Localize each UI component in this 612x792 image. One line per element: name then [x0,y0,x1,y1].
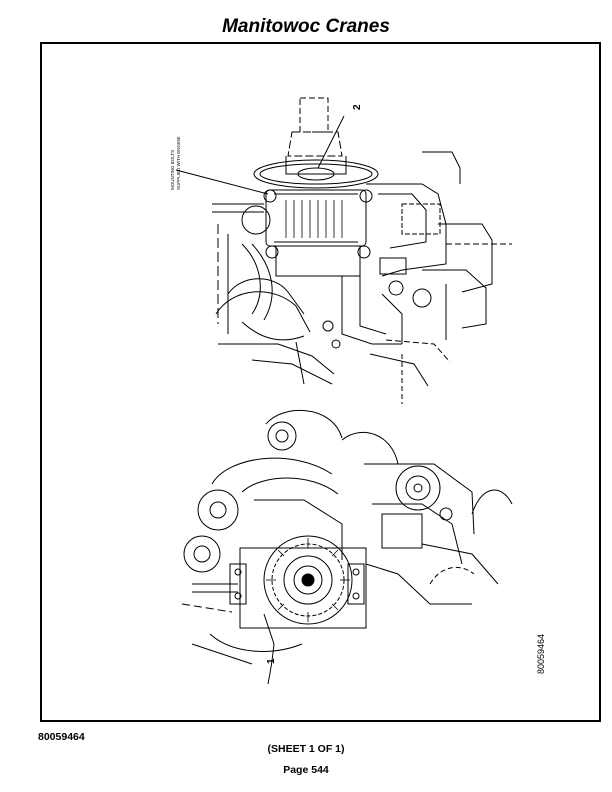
technical-drawing: 2 1 MOUNTING BOLTS SUPPLIED WITH ENGINE … [170,97,546,685]
upper-assembly-view [175,97,512,404]
drawing-frame: 2 1 MOUNTING BOLTS SUPPLIED WITH ENGINE … [40,42,601,722]
mounting-bolts-note-line2: SUPPLIED WITH ENGINE [176,136,181,190]
callout-2-label: 2 [352,104,363,110]
sheet-label: (SHEET 1 OF 1) [267,743,345,755]
lower-assembly-view [181,409,513,685]
page-number: Page 544 [283,764,329,776]
part-number: 80059464 [38,731,85,743]
drawing-number-vertical: 80059464 [536,634,546,674]
callout-1-label: 1 [266,658,277,664]
mounting-bolts-note-line1: MOUNTING BOLTS [170,150,175,190]
page-title: Manitowoc Cranes [222,16,390,37]
